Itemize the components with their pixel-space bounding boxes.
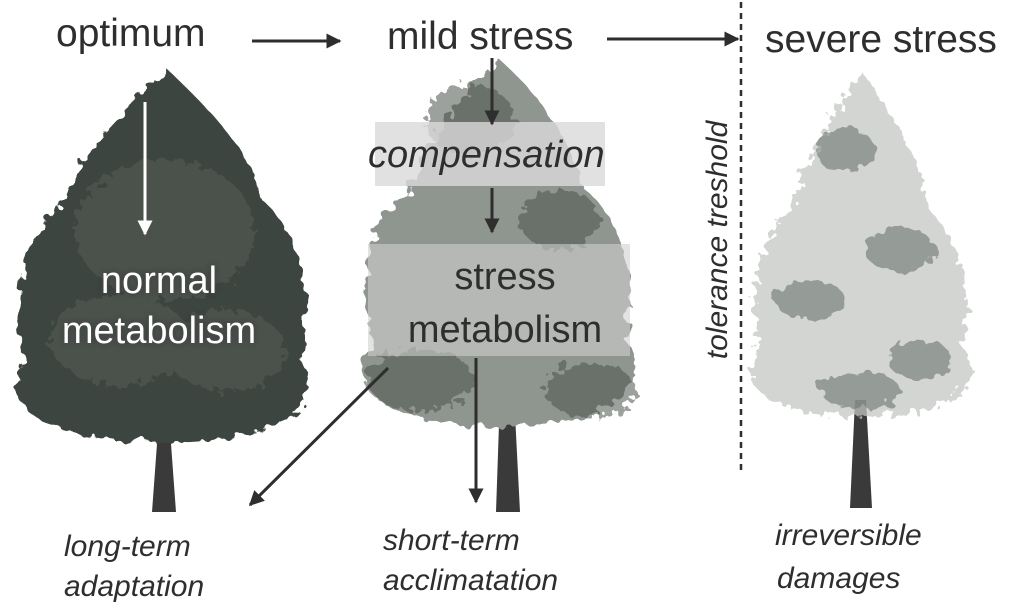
irreversible-label-line2: damages (777, 562, 901, 595)
irreversible-label-line1: irreversible (775, 519, 922, 552)
short-term-label-line1: short-term (383, 524, 520, 557)
healthy-tree-icon (16, 70, 308, 512)
compensation-label: compensation (368, 134, 605, 176)
long-term-label-line2: adaptation (64, 570, 205, 603)
normal-label-line2: metabolism (61, 310, 257, 352)
stress-label-line2: metabolism (407, 309, 603, 351)
stage-mild-stress-label: mild stress (387, 15, 574, 58)
stress-label-line1: stress (454, 256, 556, 298)
short-term-label-line2: acclimatation (383, 564, 559, 597)
stage-optimum-label: optimum (56, 12, 206, 55)
damaged-tree-icon (751, 72, 971, 508)
tolerance-threshold-label: tolerance treshold (701, 120, 734, 360)
to-long-term-arrow (248, 366, 390, 507)
stage-severe-stress-label: severe stress (765, 18, 997, 61)
long-term-label-line1: long-term (64, 530, 191, 563)
normal-label-line1: normal (100, 260, 218, 302)
